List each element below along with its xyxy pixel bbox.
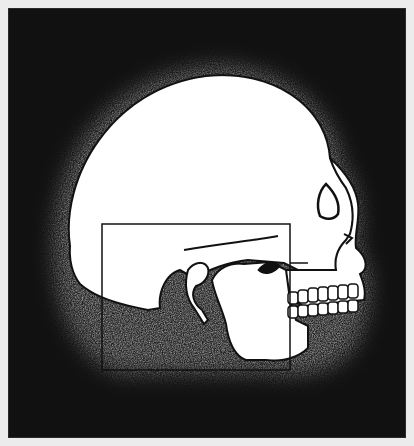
skull-illustration (8, 8, 406, 438)
dark-background-panel (8, 8, 406, 438)
